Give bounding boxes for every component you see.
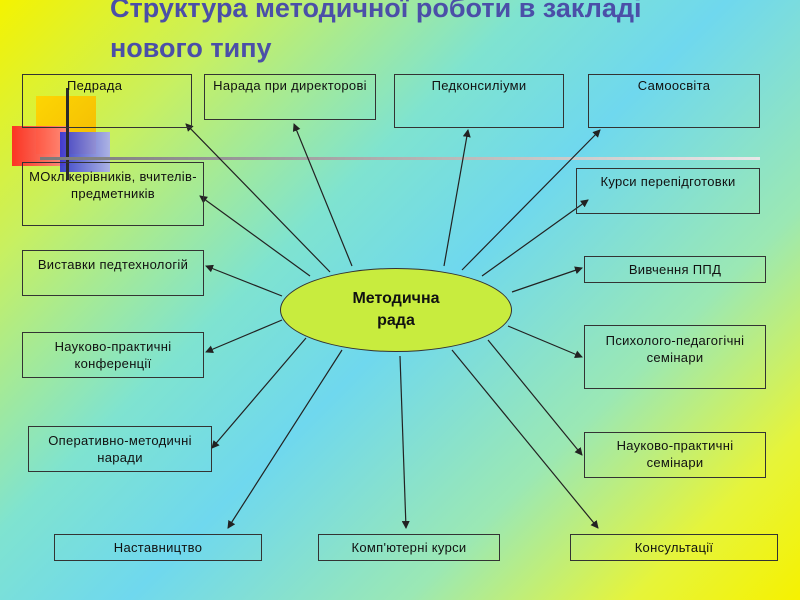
arrow-operatyvno bbox=[211, 337, 307, 449]
page-title: Структура методичної роботи в закладі но… bbox=[110, 0, 790, 68]
arrow-narada bbox=[292, 123, 353, 267]
center-label-line-2: рада bbox=[377, 312, 415, 329]
arrow-kompiuterni bbox=[399, 355, 410, 529]
box-pedkonsiliumy: Педконсиліуми bbox=[394, 74, 564, 128]
box-narada: Нарада при директорові bbox=[204, 74, 376, 120]
arrow-psykholoho bbox=[507, 325, 583, 358]
arrow-seminary bbox=[487, 339, 583, 456]
box-samoosvita: Самоосвіта bbox=[588, 74, 760, 128]
box-konsultatsii: Консультації bbox=[570, 534, 778, 561]
arrow-vyvchennia bbox=[511, 266, 583, 293]
center-label-line-1: Методична bbox=[352, 290, 440, 307]
arrow-konferentsii bbox=[205, 319, 283, 353]
arrow-mo bbox=[199, 195, 311, 277]
arrow-konsultatsii bbox=[451, 349, 599, 529]
center-node-metodychna-rada: Методична рада bbox=[280, 268, 512, 352]
decor-horizontal-line bbox=[40, 157, 760, 160]
box-seminary: Науково-практичні семінари bbox=[584, 432, 766, 478]
box-vyvchennia: Вивчення ППД bbox=[584, 256, 766, 283]
box-kursy: Курси перепідготовки bbox=[576, 168, 760, 214]
box-vystavky: Виставки педтехнологій bbox=[22, 250, 204, 296]
title-line-2: нового типу bbox=[110, 33, 272, 63]
box-psykholoho: Психолого-педагогічні семінари bbox=[584, 325, 766, 389]
box-kompiuterni: Комп'ютерні курси bbox=[318, 534, 500, 561]
box-operatyvno: Оперативно-методичні наради bbox=[28, 426, 212, 472]
arrow-pedkonsiliumy bbox=[443, 129, 471, 267]
arrow-nastavnytstvo bbox=[227, 349, 343, 529]
arrow-pedrada bbox=[185, 123, 331, 273]
arrow-samoosvita bbox=[461, 129, 601, 271]
box-pedrada: Педрада bbox=[22, 74, 192, 128]
box-nastavnytstvo: Наставництво bbox=[54, 534, 262, 561]
box-mo: МОкл.керівників, вчителів-предметників bbox=[22, 162, 204, 226]
decor-vertical-line bbox=[66, 88, 69, 180]
title-line-1: Структура методичної роботи в закладі bbox=[110, 0, 642, 23]
box-konferentsii: Науково-практичні конференції bbox=[22, 332, 204, 378]
arrow-kursy bbox=[481, 199, 589, 277]
arrow-vystavky bbox=[205, 264, 283, 297]
